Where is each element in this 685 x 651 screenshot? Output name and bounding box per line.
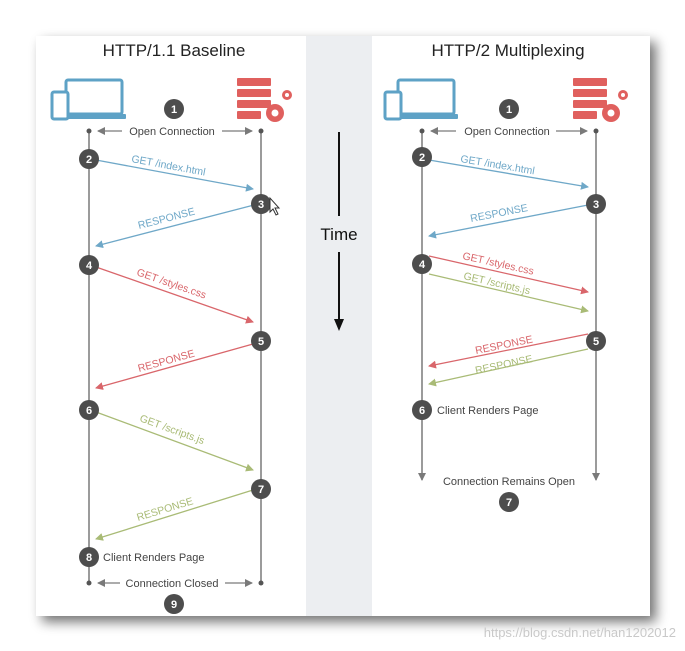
response-arrow	[428, 348, 589, 387]
svg-text:6: 6	[86, 405, 92, 417]
response-arrow	[95, 204, 255, 249]
step-marker: 1	[499, 99, 519, 119]
step-marker: 6	[79, 400, 99, 420]
step-marker: 5	[251, 331, 271, 351]
request-arrow	[95, 159, 254, 192]
request-arrow	[428, 159, 589, 190]
request-arrow	[428, 255, 589, 295]
connection-closed-label: Connection Closed	[126, 578, 219, 590]
step-marker: 4	[79, 255, 99, 275]
svg-text:4: 4	[86, 260, 93, 272]
svg-text:7: 7	[506, 497, 512, 509]
laptop-phone-icon	[50, 78, 126, 121]
step-marker: 3	[251, 194, 271, 214]
mouse-cursor-icon	[269, 196, 281, 216]
client-renders-label: Client Renders Page	[103, 552, 205, 564]
step-marker: 6	[412, 400, 432, 420]
time-axis: Time	[320, 132, 358, 331]
svg-text:8: 8	[86, 552, 92, 564]
step-marker: 2	[79, 149, 99, 169]
step-marker: 2	[412, 147, 432, 167]
svg-text:6: 6	[419, 405, 425, 417]
watermark: https://blog.csdn.net/han1202012	[484, 625, 676, 640]
svg-text:1: 1	[506, 104, 512, 116]
baseline-title: HTTP/1.1 Baseline	[103, 41, 246, 60]
step-marker: 5	[586, 331, 606, 351]
connection-closed-marker: Connection Closed	[97, 578, 253, 590]
server-gear-icon	[237, 78, 292, 122]
open-connection-label: Open Connection	[129, 126, 215, 138]
time-arrow-icon	[334, 319, 344, 331]
response-arrow	[428, 333, 589, 369]
svg-text:3: 3	[258, 199, 264, 211]
open-connection-marker: Open Connection	[430, 126, 588, 138]
open-connection-marker: Open Connection	[97, 126, 253, 138]
response-arrow	[95, 489, 254, 541]
svg-text:4: 4	[419, 259, 426, 271]
step-marker: 7	[251, 479, 271, 499]
svg-text:9: 9	[171, 599, 177, 611]
server-gear-icon	[573, 78, 628, 122]
svg-text:5: 5	[258, 336, 264, 348]
request-arrow	[428, 273, 589, 314]
svg-text:2: 2	[419, 152, 425, 164]
svg-text:2: 2	[86, 154, 92, 166]
laptop-phone-icon	[383, 78, 458, 121]
svg-text:1: 1	[171, 104, 177, 116]
request-arrow	[95, 266, 254, 324]
step-marker: 9	[164, 594, 184, 614]
svg-text:5: 5	[593, 336, 599, 348]
response-arrow	[428, 204, 589, 239]
connection-remains-open-label: Connection Remains Open	[443, 476, 575, 488]
time-label: Time	[320, 225, 357, 244]
response-arrow	[95, 343, 254, 390]
step-marker: 7	[499, 492, 519, 512]
request-arrow	[95, 411, 254, 472]
svg-text:7: 7	[258, 484, 264, 496]
step-marker: 4	[412, 254, 432, 274]
step-marker: 1	[164, 99, 184, 119]
open-connection-label: Open Connection	[464, 126, 550, 138]
step-marker: 8	[79, 547, 99, 567]
client-renders-label: Client Renders Page	[437, 405, 539, 417]
step-marker: 3	[586, 194, 606, 214]
svg-text:3: 3	[593, 199, 599, 211]
multiplex-title: HTTP/2 Multiplexing	[431, 41, 584, 60]
